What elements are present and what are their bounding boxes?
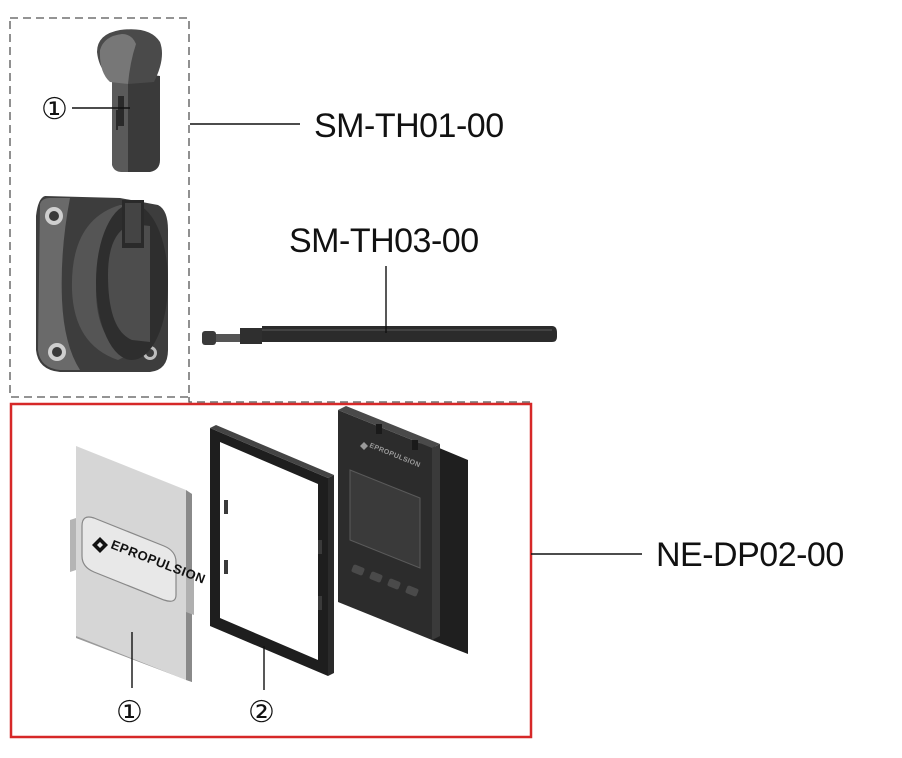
display-button [405,585,419,597]
throttle-group-dashed-box [9,17,531,403]
display-cover-callout-number: ① [116,695,143,730]
throttle-cable-label: SM-TH03-00 [289,222,479,260]
throttle-cable [202,326,557,345]
throttle-head-label: SM-TH01-00 [314,107,504,145]
throttle-handle-callout-number: ① [41,92,68,127]
display-button [351,564,365,576]
epropulsion-logo-icon [92,537,108,553]
display-group-highlight-box [9,402,533,739]
display-unit: EPROPULSION [338,406,468,654]
throttle-handle [97,29,162,172]
display-cover: EPROPULSION [70,446,208,682]
display-frame-callout-number: ② [248,695,275,730]
display-button [369,571,383,583]
display-gasket-frame [210,425,334,676]
throttle-base [36,196,168,372]
display-button [387,578,401,590]
display-label: NE-DP02-00 [656,536,844,574]
